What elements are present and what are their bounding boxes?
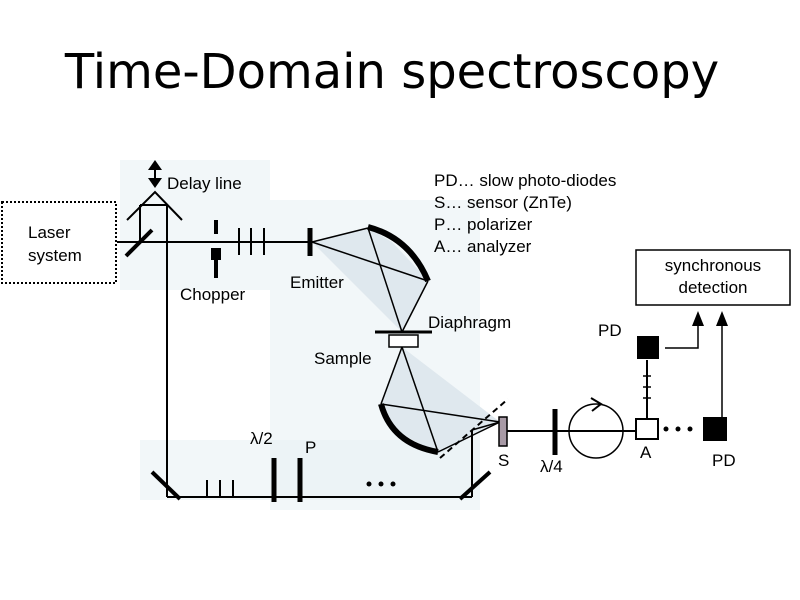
sample-label: Sample [314,349,372,368]
mirror-bottom-right [458,470,492,501]
sensor-znte [498,416,508,447]
diaphragm-label: Diaphragm [428,313,511,332]
half-wave-label: λ/2 [250,429,273,448]
beam-continuation-dots-bottom [366,481,396,487]
legend-item: S… sensor (ZnTe) [434,193,572,212]
emitter-label: Emitter [290,273,344,292]
arrow-up-icon [692,311,704,326]
laser-system-box [1,201,117,284]
mirror-bottom-left [150,470,182,501]
sensor-label: S [498,451,509,470]
parabolic-mirror-2 [378,403,439,455]
synchronous-detection-box [635,249,791,306]
chopper-motor [211,248,221,260]
pd-right-label: PD [712,451,736,470]
branch-ticks [643,375,651,399]
beam-continuation-dots-right [663,426,693,432]
background-tint [120,160,270,290]
chopper-label: Chopper [180,285,246,304]
polarizer-label: P [305,438,316,457]
photodiode-right [703,417,727,441]
analyzer [635,418,659,440]
delay-retroreflector [126,190,183,221]
detection-label-line2: detection [679,278,748,297]
delay-arrow-icon [148,160,162,188]
quarter-wave-label: λ/4 [540,457,563,476]
thz-beam-upper [312,228,428,332]
detection-label-line1: synchronous [665,256,761,275]
circular-polarization-icon [568,397,624,459]
slide-title: Time-Domain spectroscopy [64,44,720,100]
arrow-up-icon [716,311,728,326]
analyzer-label: A [640,443,652,462]
sample [388,334,419,348]
optical-elements-bottom [206,480,234,497]
pellicle-beamsplitter [439,398,509,459]
optical-elements-top [238,228,265,255]
legend-item: P… polarizer [434,215,533,234]
probe-to-sensor [471,421,501,431]
laser-system-label-line2: system [28,246,82,265]
delay-line-label: Delay line [167,174,242,193]
legend-item: A… analyzer [434,237,532,256]
signal-line-top-pd [665,322,699,349]
parabolic-mirror-1 [367,224,431,283]
beam-splitter [124,228,154,258]
pd-top-label: PD [598,321,622,340]
photodiode-top [637,336,659,359]
legend: PD… slow photo-diodes S… sensor (ZnTe) P… [434,171,616,256]
laser-system-label-line1: Laser [28,223,71,242]
legend-item: PD… slow photo-diodes [434,171,616,190]
